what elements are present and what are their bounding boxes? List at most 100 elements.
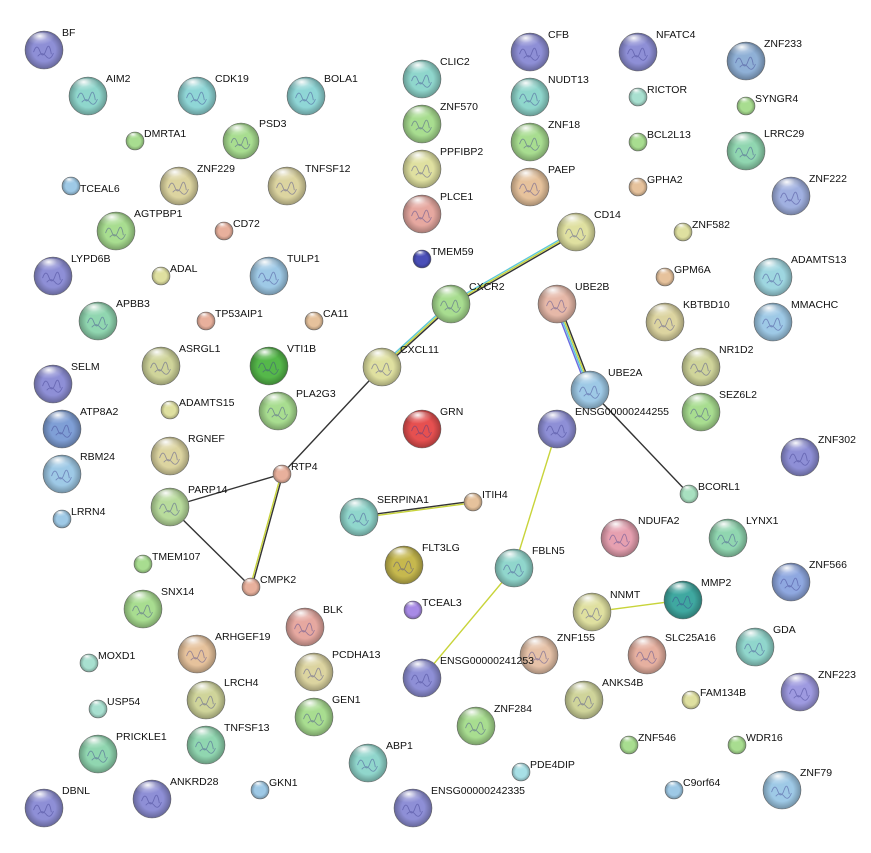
node-lrch4[interactable]: LRCH4 [186, 677, 259, 720]
node-arhgef19[interactable]: ARHGEF19 [177, 631, 271, 674]
node-serpina1[interactable]: SERPINA1 [339, 494, 429, 537]
node-ensg00000241253[interactable]: ENSG00000241253 [402, 655, 534, 698]
node-pcdha13[interactable]: PCDHA13 [294, 649, 381, 692]
node-agtpbp1[interactable]: AGTPBP1 [96, 208, 183, 251]
node-flt3lg[interactable]: FLT3LG [384, 542, 460, 585]
node-apbb3[interactable]: APBB3 [78, 298, 150, 341]
node-tulp1[interactable]: TULP1 [249, 253, 320, 296]
node-ankrd28[interactable]: ANKRD28 [132, 776, 219, 819]
node-bf[interactable]: BF [24, 27, 75, 70]
node-gpha2[interactable]: GPHA2 [628, 174, 683, 197]
node-abp1[interactable]: ABP1 [348, 740, 413, 783]
node-slc25a16[interactable]: SLC25A16 [627, 632, 716, 675]
node-clic2[interactable]: CLIC2 [402, 56, 470, 99]
node-znf570[interactable]: ZNF570 [402, 101, 478, 144]
node-znf284[interactable]: ZNF284 [456, 703, 532, 746]
node-paep[interactable]: PAEP [510, 164, 575, 207]
node-tnfsf13[interactable]: TNFSF13 [186, 722, 270, 765]
node-fam134b[interactable]: FAM134B [681, 687, 746, 710]
node-sez6l2[interactable]: SEZ6L2 [681, 389, 757, 432]
node-blk[interactable]: BLK [285, 604, 343, 647]
node-itih4[interactable]: ITIH4 [463, 489, 508, 512]
node-tceal3[interactable]: TCEAL3 [403, 597, 462, 620]
node-snx14[interactable]: SNX14 [123, 586, 194, 629]
node-atp8a2[interactable]: ATP8A2 [42, 406, 118, 449]
node-ndufa2[interactable]: NDUFA2 [600, 515, 680, 558]
node-znf302[interactable]: ZNF302 [780, 434, 856, 477]
node-usp54[interactable]: USP54 [88, 696, 140, 719]
node-gda[interactable]: GDA [735, 624, 796, 667]
node-cmpk2[interactable]: CMPK2 [241, 574, 296, 597]
node-grn[interactable]: GRN [402, 406, 463, 449]
node-nnmt[interactable]: NNMT [572, 589, 641, 632]
edge-ube2a-bcorl1[interactable] [589, 389, 690, 495]
edge-rtp4-cmpk2[interactable] [249, 473, 284, 588]
node-bola1[interactable]: BOLA1 [286, 73, 358, 116]
node-gpm6a[interactable]: GPM6A [655, 264, 711, 287]
node-fbln5[interactable]: FBLN5 [494, 545, 565, 588]
node-dmrta1[interactable]: DMRTA1 [125, 128, 186, 151]
node-parp14[interactable]: PARP14 [150, 484, 228, 527]
node-znf566[interactable]: ZNF566 [771, 559, 847, 602]
node-wdr16[interactable]: WDR16 [727, 732, 783, 755]
node-mmachc[interactable]: MMACHC [753, 299, 839, 342]
edge-cxcl11-rtp4[interactable] [281, 366, 383, 475]
node-rgnef[interactable]: RGNEF [150, 433, 225, 476]
node-bcl2l13[interactable]: BCL2L13 [628, 129, 691, 152]
edge-fbln5-ensg00000241253[interactable] [421, 567, 515, 679]
node-lrrc29[interactable]: LRRC29 [726, 128, 804, 171]
node-cxcl11[interactable]: CXCL11 [362, 344, 439, 387]
node-znf229[interactable]: ZNF229 [159, 163, 235, 206]
node-ube2b[interactable]: UBE2B [537, 281, 609, 324]
node-cd14[interactable]: CD14 [556, 209, 621, 252]
node-tp53aip1[interactable]: TP53AIP1 [196, 308, 263, 331]
node-cfb[interactable]: CFB [510, 29, 569, 72]
node-c9orf64[interactable]: C9orf64 [664, 777, 721, 800]
edge-cd14-cxcr2[interactable] [449, 230, 578, 306]
node-tnfsf12[interactable]: TNFSF12 [267, 163, 351, 206]
node-pde4dip[interactable]: PDE4DIP [511, 759, 575, 782]
node-tmem59[interactable]: TMEM59 [412, 246, 474, 269]
node-lypd6b[interactable]: LYPD6B [33, 253, 111, 296]
node-rbm24[interactable]: RBM24 [42, 451, 115, 494]
node-bcorl1[interactable]: BCORL1 [679, 481, 740, 504]
node-gen1[interactable]: GEN1 [294, 694, 361, 737]
node-znf233[interactable]: ZNF233 [726, 38, 802, 81]
node-moxd1[interactable]: MOXD1 [79, 650, 136, 673]
node-plce1[interactable]: PLCE1 [402, 191, 473, 234]
node-znf582[interactable]: ZNF582 [673, 219, 730, 242]
node-lrrn4[interactable]: LRRN4 [52, 506, 106, 529]
node-cd72[interactable]: CD72 [214, 218, 260, 241]
node-cxcr2[interactable]: CXCR2 [431, 281, 505, 324]
node-cdk19[interactable]: CDK19 [177, 73, 249, 116]
node-adal[interactable]: ADAL [151, 263, 198, 286]
node-nr1d2[interactable]: NR1D2 [681, 344, 754, 387]
node-ensg00000242335[interactable]: ENSG00000242335 [393, 785, 525, 828]
node-rictor[interactable]: RICTOR [628, 84, 687, 107]
node-prickle1[interactable]: PRICKLE1 [78, 731, 167, 774]
node-pla2g3[interactable]: PLA2G3 [258, 388, 336, 431]
node-znf18[interactable]: ZNF18 [510, 119, 580, 162]
node-aim2[interactable]: AIM2 [68, 73, 131, 116]
node-dbnl[interactable]: DBNL [24, 785, 90, 828]
node-znf79[interactable]: ZNF79 [762, 767, 832, 810]
node-nfatc4[interactable]: NFATC4 [618, 29, 696, 72]
node-znf223[interactable]: ZNF223 [780, 669, 856, 712]
node-gkn1[interactable]: GKN1 [250, 777, 298, 800]
node-ube2a[interactable]: UBE2A [570, 367, 642, 410]
node-znf222[interactable]: ZNF222 [771, 173, 847, 216]
node-ppfibp2[interactable]: PPFIBP2 [402, 146, 483, 189]
node-selm[interactable]: SELM [33, 361, 100, 404]
node-znf546[interactable]: ZNF546 [619, 732, 676, 755]
node-anks4b[interactable]: ANKS4B [564, 677, 643, 720]
node-tmem107[interactable]: TMEM107 [133, 551, 201, 574]
node-vti1b[interactable]: VTI1B [249, 343, 316, 386]
node-rtp4[interactable]: RTP4 [272, 461, 318, 484]
node-ca11[interactable]: CA11 [304, 308, 349, 331]
edge-rtp4-parp14[interactable] [169, 473, 283, 508]
node-adamts13[interactable]: ADAMTS13 [753, 254, 847, 297]
node-adamts15[interactable]: ADAMTS15 [160, 397, 235, 420]
node-syngr4[interactable]: SYNGR4 [736, 93, 798, 116]
edge-ensg00000244255-fbln5[interactable] [513, 428, 558, 569]
node-ensg00000244255[interactable]: ENSG00000244255 [537, 406, 669, 449]
